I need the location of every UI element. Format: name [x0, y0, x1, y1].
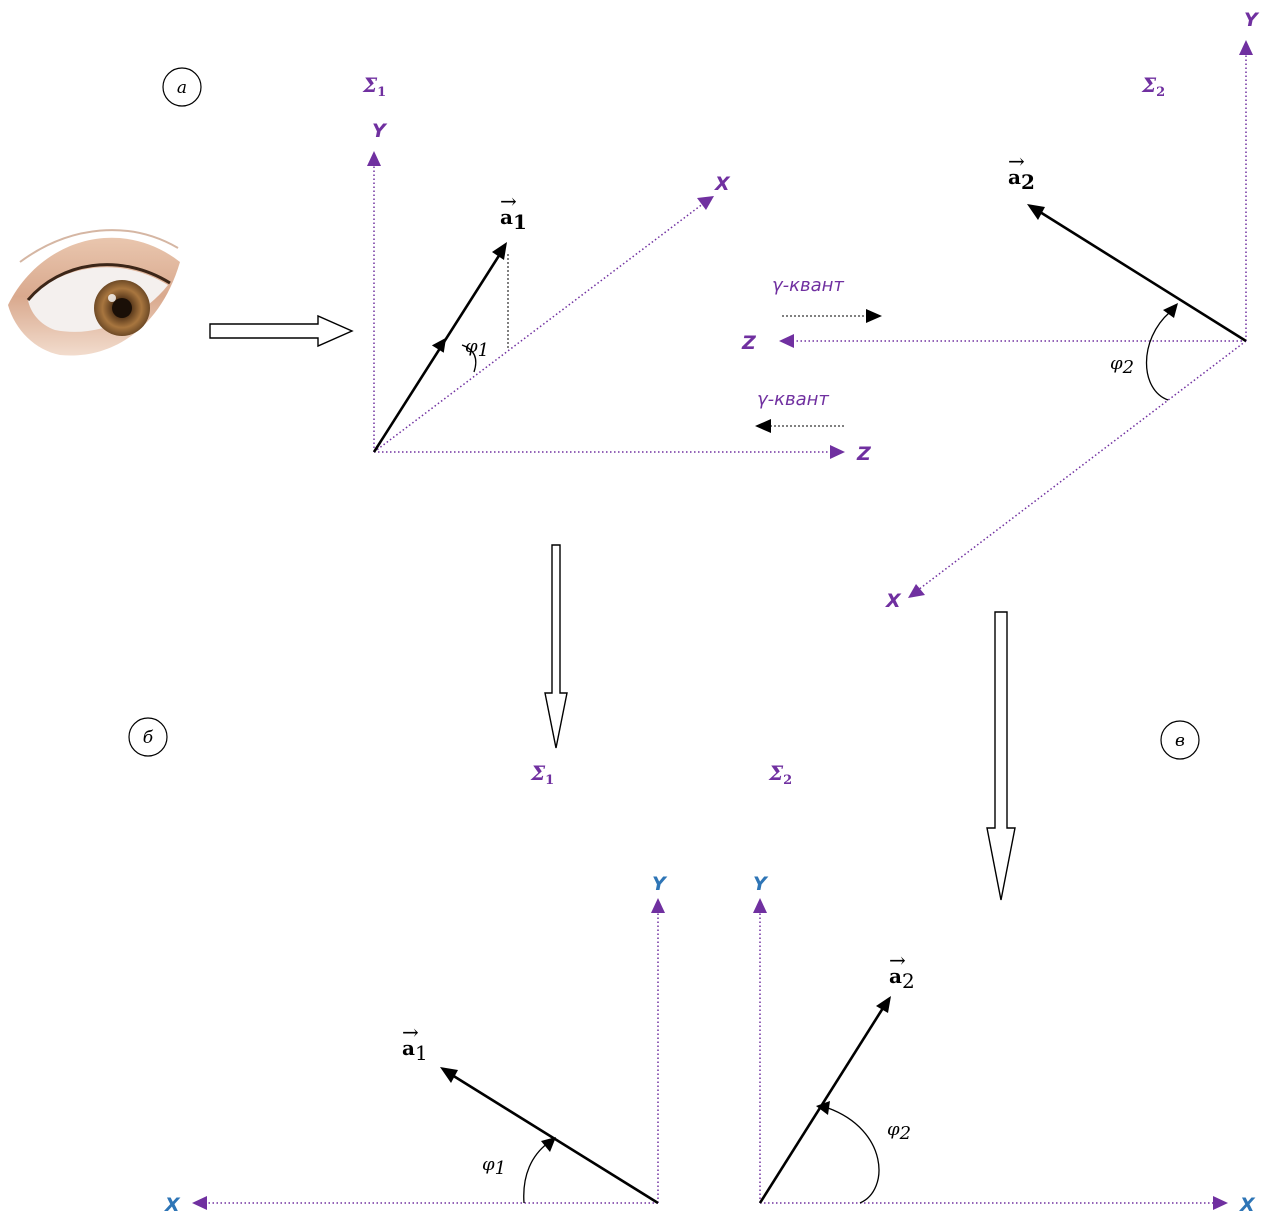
v-vector-a2-overarrow: →: [889, 948, 906, 972]
b-x-axis: [192, 1196, 658, 1210]
sigma1-x-axis: [373, 196, 714, 453]
panel-label-v: в: [1160, 720, 1200, 760]
sigma1-y-label: Y: [372, 120, 388, 142]
vector-a1-overarrow: →: [500, 189, 517, 213]
panel-v-transition-arrow: [986, 611, 1016, 901]
phi2-arc-head: [1163, 303, 1178, 318]
vector-a1: [372, 242, 507, 453]
vector-a2-label: a2: [1008, 165, 1035, 194]
sigma1-y-axis: [367, 151, 381, 452]
svg-text:б: б: [143, 728, 154, 748]
panel-label-a: а: [162, 67, 202, 107]
sigma1-z-axis: [374, 445, 845, 459]
frame-sigma1-label-b: Σ1: [530, 761, 554, 788]
b-vector-a1-overarrow: →: [402, 1020, 419, 1044]
v-y-axis: [753, 898, 767, 1203]
gamma-label-lower: γ-квант: [757, 389, 829, 410]
sigma2-x-label: X: [885, 590, 902, 612]
vector-a1-label: a1: [500, 205, 527, 234]
b-vector-a1-label: a1: [402, 1036, 428, 1065]
panel-label-b: б: [128, 717, 168, 757]
vector-a1-midarrow: [431, 337, 447, 353]
svg-text:а: а: [177, 78, 187, 98]
b-vector-a1: [440, 1067, 659, 1205]
sigma2-y-label: Y: [1244, 9, 1260, 31]
phi2-arc: [1145, 311, 1171, 401]
sigma1-x-label: X: [714, 173, 731, 195]
v-vector-a2-label: a2: [889, 964, 915, 993]
gamma-arrow-upper: [782, 309, 882, 323]
v-x-axis: [760, 1196, 1228, 1210]
phi1-arc: [461, 344, 477, 373]
view-direction-arrow: [209, 314, 354, 348]
v-vector-a2: [758, 996, 891, 1204]
sigma2-x-axis: [908, 340, 1247, 598]
eye-illustration: [8, 229, 180, 356]
v-phi2-label: φ2: [887, 1119, 911, 1144]
frame-sigma1-label-a: Σ1: [362, 73, 386, 100]
phi1-label-a: φ1: [465, 336, 489, 361]
vector-a2-overarrow: →: [1008, 149, 1025, 173]
sigma2-y-axis: [1239, 40, 1253, 341]
b-phi1-arc: [523, 1142, 549, 1204]
frame-sigma2-label-a: Σ2: [1141, 73, 1165, 100]
b-phi1-arc-head: [541, 1137, 556, 1152]
b-y-label: Y: [652, 873, 668, 895]
panel-b-transition-arrow: [544, 544, 568, 749]
b-phi1-label: φ1: [482, 1154, 506, 1179]
phi2-label-a: φ2: [1110, 353, 1134, 378]
sigma2-z-axis: [779, 334, 1246, 348]
gamma-label-upper: γ-квант: [772, 275, 844, 296]
v-phi2-arc-head: [816, 1101, 830, 1115]
sigma2-z-label: Z: [741, 332, 757, 354]
gamma-arrow-lower: [755, 419, 846, 433]
svg-text:в: в: [1175, 731, 1185, 751]
b-y-axis: [651, 898, 665, 1203]
sigma1-z-label: Z: [856, 443, 872, 465]
vector-a2: [1027, 204, 1247, 343]
v-x-label: X: [1239, 1194, 1256, 1216]
v-phi2-arc: [827, 1107, 880, 1204]
v-y-label: Y: [753, 873, 769, 895]
b-x-label: X: [164, 1194, 181, 1216]
frame-sigma2-label-v: Σ2: [768, 761, 792, 788]
